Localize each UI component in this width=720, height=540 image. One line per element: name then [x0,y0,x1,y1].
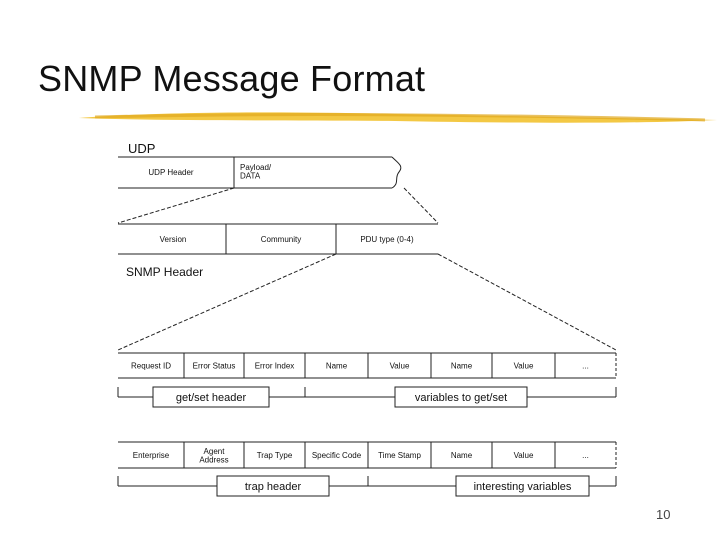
expand-line-right [403,187,439,224]
trap-pdu-field: Time Stamp [378,451,421,460]
udp-break-curve [391,156,402,189]
snmp-field: Community [261,235,301,244]
get-set-pdu-group-box [152,386,270,408]
trap-pdu-group-label: trap header [245,481,302,493]
get-set-pdu-group-label: get/set header [176,392,247,404]
get-set-pdu-field: ... [582,362,589,371]
page-number: 10 [656,507,671,522]
trap-pdu-field: Name [451,451,473,460]
trap-pdu-field: Enterprise [133,451,170,460]
expand-line-right [437,253,617,351]
snmp-field: PDU type (0-4) [360,235,414,244]
get-set-pdu-field: Error Status [193,362,236,371]
udp-payload-field: Payload/DATA [240,163,272,180]
trap-pdu-field: Trap Type [257,451,293,460]
trap-pdu-field: Specific Code [312,451,362,460]
trap-pdu-group-label: interesting variables [474,481,572,493]
trap-pdu-group-box [455,475,590,497]
get-set-pdu-field: Request ID [131,362,171,371]
get-set-pdu-field: Error Index [255,362,295,371]
get-set-pdu-field: Value [390,362,410,371]
udp-label: UDP [128,141,155,156]
get-set-pdu-field: Value [514,362,534,371]
snmp-field: Version [160,235,187,244]
expand-line-left [117,187,235,224]
trap-pdu-group-box [216,475,330,497]
get-set-pdu-group-label: variables to get/set [415,392,507,404]
get-set-pdu-field: Name [326,362,348,371]
trap-pdu-field: ... [582,451,589,460]
slide-title: SNMP Message Format [38,58,426,99]
trap-pdu-field: Value [514,451,534,460]
get-set-pdu-group-box [394,386,528,408]
expand-line-left [117,253,337,351]
snmp-header-label: SNMP Header [126,265,203,279]
title-underline [79,112,717,123]
udp-header-field: UDP Header [148,168,194,177]
get-set-pdu-field: Name [451,362,473,371]
